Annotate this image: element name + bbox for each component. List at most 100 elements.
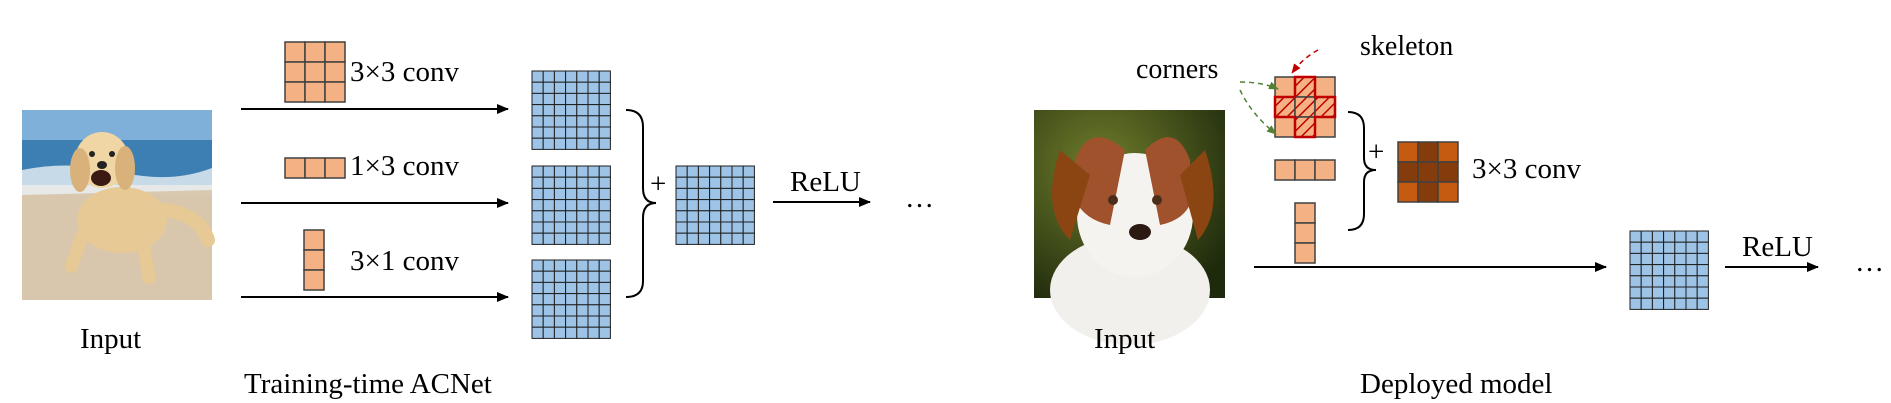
feature-cell	[1663, 275, 1676, 288]
kernel-cell	[1294, 222, 1316, 244]
feature-cell	[697, 210, 711, 223]
feature-cell	[553, 176, 567, 189]
feature-cell	[1629, 264, 1642, 277]
feature-cell	[1685, 252, 1698, 266]
feature-cell	[1663, 286, 1676, 299]
feature-cell	[1629, 230, 1642, 243]
feature-cell	[1663, 230, 1676, 243]
feature-cell	[709, 187, 722, 201]
feature-cell	[1685, 230, 1698, 243]
feature-cell	[531, 104, 544, 117]
feature-cell	[742, 232, 755, 245]
feature-cell	[542, 281, 555, 295]
feature-cell	[1651, 230, 1665, 243]
feature-cell	[720, 232, 733, 245]
feature-cell	[565, 270, 578, 283]
feature-cell	[542, 126, 555, 139]
feature-cell	[1663, 297, 1676, 310]
feature-cell	[587, 304, 600, 317]
feature-cell	[542, 210, 555, 223]
skeleton-cell	[1274, 96, 1296, 118]
training-input-label: Input	[80, 323, 142, 355]
feature-cell	[598, 165, 611, 178]
feature-cell	[720, 187, 733, 201]
fused-cell	[1397, 181, 1419, 203]
relu-label-training: ReLU	[790, 166, 861, 198]
kernel-cell	[1294, 159, 1316, 181]
feature-cell	[565, 126, 578, 139]
feature-cell	[1651, 297, 1665, 310]
feature-cell	[1640, 286, 1653, 299]
fused-cell	[1437, 161, 1459, 183]
kernel-cell	[304, 61, 326, 83]
feature-cell	[709, 165, 722, 178]
kernel-cell	[304, 157, 326, 179]
feature-cell	[731, 187, 744, 201]
feature-cell	[587, 165, 600, 178]
feature-cell	[1629, 275, 1642, 288]
feature-cell	[587, 81, 600, 94]
feature-cell	[576, 126, 589, 139]
feature-cell	[1651, 264, 1665, 277]
feature-cell	[553, 199, 567, 212]
feature-cell	[576, 281, 589, 295]
feature-cell	[542, 199, 555, 212]
feature-cell	[587, 210, 600, 223]
feature-cell	[587, 92, 600, 106]
kernel-cell	[1294, 242, 1316, 264]
deployed-kernel-3x3-with-skeleton	[1273, 75, 1337, 139]
fused-conv-label: 3×3 conv	[1472, 153, 1581, 185]
feature-cell	[553, 70, 567, 83]
feature-cell	[1651, 241, 1665, 254]
feature-cell	[531, 221, 544, 234]
feature-cell	[565, 210, 578, 223]
feature-cell	[576, 221, 589, 234]
feature-cell	[697, 199, 711, 212]
feature-cell	[587, 70, 600, 83]
training-title: Training-time ACNet	[244, 368, 492, 400]
feature-cell	[531, 126, 544, 139]
corners-label: corners	[1136, 54, 1219, 85]
feature-cell	[686, 199, 699, 212]
feature-cell	[1685, 297, 1698, 310]
feature-map-deployed	[1629, 230, 1709, 310]
feature-cell	[576, 92, 589, 106]
feature-cell	[565, 137, 578, 150]
corner-cell	[1274, 76, 1296, 98]
feature-cell	[531, 199, 544, 212]
corners-arrow-top	[1239, 81, 1279, 90]
feature-cell	[675, 187, 688, 201]
feature-cell	[542, 315, 555, 328]
feature-cell	[742, 176, 755, 189]
feature-cell	[598, 199, 611, 212]
feature-cell	[531, 92, 544, 106]
feature-cell	[598, 115, 611, 128]
relu-label-deployed: ReLU	[1742, 231, 1813, 263]
feature-cell	[576, 104, 589, 117]
fused-cell	[1417, 141, 1439, 163]
feature-cell	[576, 115, 589, 128]
feature-cell	[675, 210, 688, 223]
feature-cell	[697, 221, 711, 234]
feature-cell	[1685, 264, 1698, 277]
fused-cell	[1437, 181, 1459, 203]
skeleton-cell	[1314, 96, 1336, 118]
feature-cell	[553, 92, 567, 106]
feature-cell	[576, 165, 589, 178]
feature-cell	[1640, 230, 1653, 243]
feature-cell	[542, 115, 555, 128]
feature-cell	[553, 315, 567, 328]
feature-cell	[686, 176, 699, 189]
feature-cell	[531, 115, 544, 128]
feature-cell	[720, 176, 733, 189]
feature-cell	[531, 70, 544, 83]
feature-cell	[565, 104, 578, 117]
feature-cell	[576, 176, 589, 189]
feature-cell	[742, 210, 755, 223]
feature-cell	[1696, 230, 1709, 243]
feature-cell	[531, 293, 544, 306]
fused-cell	[1397, 141, 1419, 163]
feature-cell	[598, 232, 611, 245]
label-3x1-conv: 3×1 conv	[350, 245, 459, 277]
